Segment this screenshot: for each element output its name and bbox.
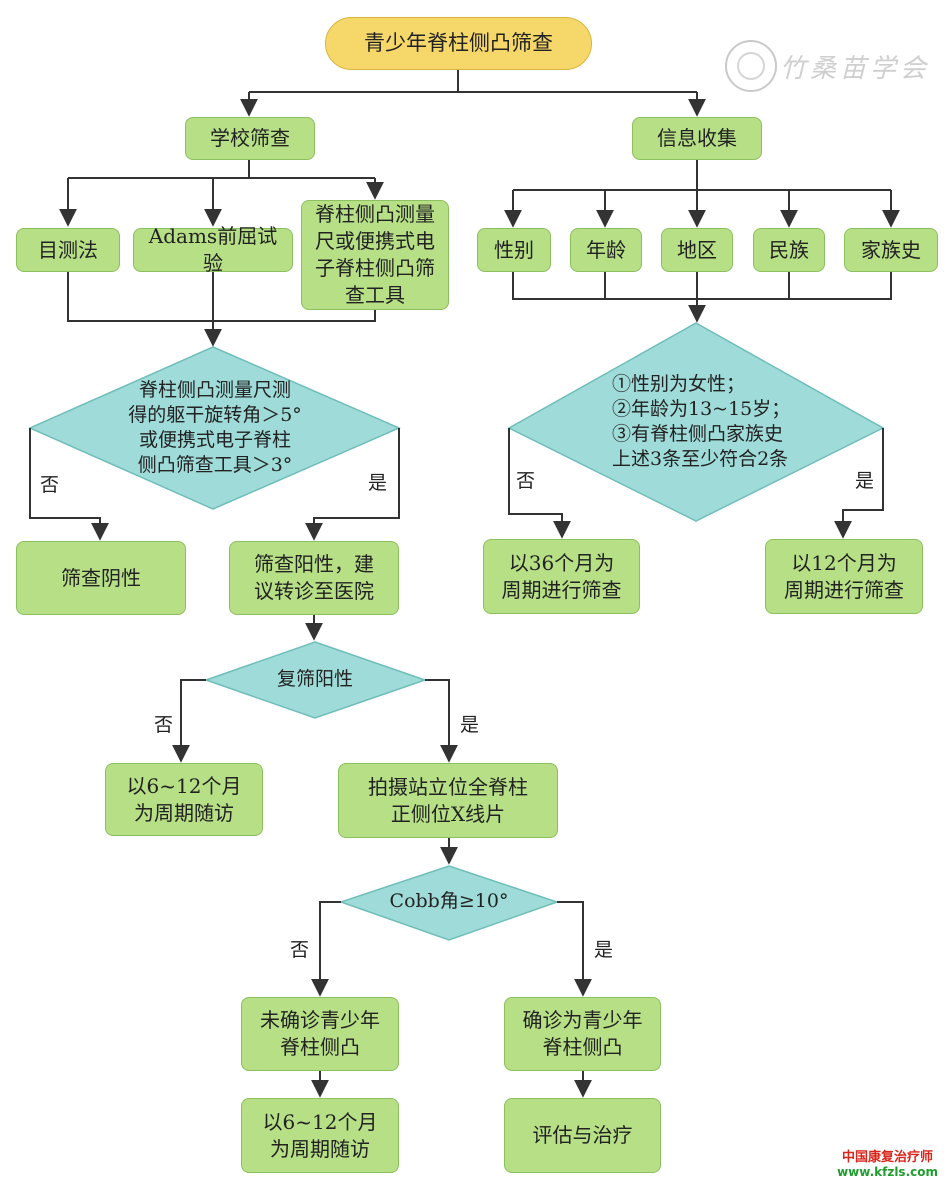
seal-logo-icon (725, 40, 777, 92)
method-adams-node: Adams前屈试验 (133, 224, 293, 275)
factor-gender-node: 性别 (477, 228, 551, 272)
info-no-label: 否 (516, 470, 536, 492)
school-decision-text: 脊柱侧凸测量尺测 得的躯干旋转角＞5° 或便携式电子脊柱 侧凸筛查工具＞3° (128, 379, 302, 477)
decision-diamond-recheck (203, 641, 428, 719)
decision-diamond-info (507, 322, 885, 522)
site-watermark: 中国康复治疗师 www.kfzls.com (837, 1146, 938, 1179)
xray-node: 拍摄站立位全脊柱 正侧位X线片 (338, 763, 558, 838)
screening-negative-node: 筛查阴性 (16, 541, 186, 615)
factor-region-node: 地区 (661, 228, 733, 272)
recheck-decision-text: 复筛阳性 (276, 668, 353, 690)
followup-node-2: 以6~12个月 为周期随访 (241, 1098, 399, 1173)
decision-diamond-school (28, 346, 401, 510)
screen-12-months-node: 以12个月为 周期进行筛查 (765, 539, 923, 614)
school-yes-label: 是 (368, 472, 388, 494)
info-yes-label: 是 (855, 470, 875, 492)
recheck-yes-label: 是 (460, 714, 480, 736)
decision-diamond-cobb (338, 865, 560, 941)
cobb-yes-label: 是 (594, 939, 614, 961)
cobb-no-label: 否 (290, 939, 310, 961)
factor-ethnicity-node: 民族 (753, 228, 825, 272)
site-watermark-url: www.kfzls.com (837, 1165, 938, 1179)
info-collection-node: 信息收集 (632, 117, 762, 160)
diagnosed-node: 确诊为青少年 脊柱侧凸 (504, 997, 661, 1071)
screen-36-months-node: 以36个月为 周期进行筛查 (483, 539, 640, 614)
cobb-decision-text: Cobb角≥10° (389, 890, 509, 912)
undiagnosed-node: 未确诊青少年 脊柱侧凸 (241, 997, 399, 1071)
treatment-node: 评估与治疗 (504, 1098, 661, 1173)
factor-age-node: 年龄 (570, 228, 642, 272)
recheck-no-label: 否 (154, 714, 174, 736)
school-no-label: 否 (40, 474, 60, 496)
method-scoliometer-node: 脊柱侧凸测量 尺或便携式电 子脊柱侧凸筛 查工具 (301, 200, 449, 310)
info-decision-text: ①性别为女性； ②年龄为13~15岁； ③有脊柱侧凸家族史 上述3条至少符合2条 (612, 373, 791, 471)
site-watermark-name: 中国康复治疗师 (842, 1150, 934, 1165)
screening-positive-node: 筛查阳性，建 议转诊至医院 (229, 541, 399, 615)
factor-family-history-node: 家族史 (844, 228, 938, 272)
title-node: 青少年脊柱侧凸筛查 (325, 17, 592, 70)
school-screening-node: 学校筛查 (185, 117, 315, 160)
method-visual-node: 目测法 (16, 228, 120, 272)
followup-node-1: 以6~12个月 为周期随访 (105, 763, 263, 836)
seal-watermark-text: 竹桑苗学会 (780, 54, 931, 84)
